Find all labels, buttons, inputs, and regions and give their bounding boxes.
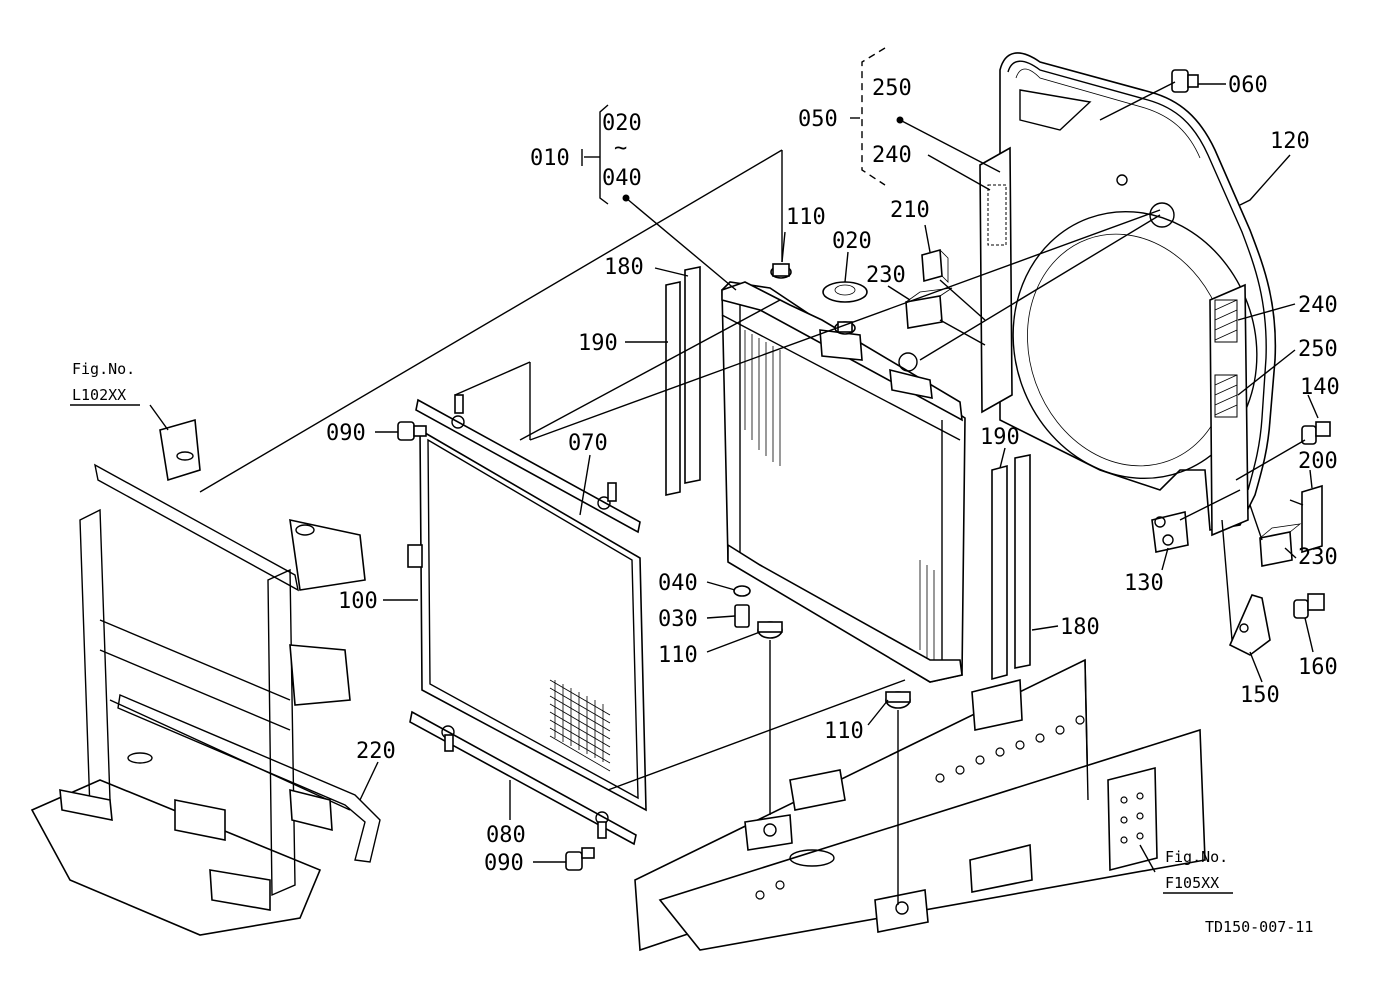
block-230-top — [905, 287, 953, 329]
label-tilde: ~ — [614, 136, 627, 161]
label-070: 070 — [568, 431, 608, 456]
bolt-160 — [1293, 593, 1325, 619]
label-100: 100 — [338, 589, 378, 614]
leader-lines — [149, 47, 1319, 905]
label-140: 140 — [1300, 375, 1340, 400]
label-190-right: 190 — [980, 425, 1020, 450]
label-180-left: 180 — [604, 255, 644, 280]
radiator-cap — [822, 281, 868, 303]
bolt-090-bottom — [565, 847, 595, 871]
label-180-right: 180 — [1060, 615, 1100, 640]
fan-shroud — [999, 52, 1277, 531]
bolt-090-top — [397, 421, 427, 441]
radiator — [721, 281, 966, 683]
label-240-a: 240 — [872, 143, 912, 168]
label-020-a: 020 — [602, 111, 642, 136]
shroud-right-flange — [1209, 283, 1249, 537]
label-230-bottom: 230 — [1298, 545, 1338, 570]
label-050: 050 — [798, 107, 838, 132]
bolt-140 — [1301, 421, 1331, 445]
label-250-a: 250 — [872, 76, 912, 101]
label-230-top: 230 — [866, 263, 906, 288]
seal-strips-left — [665, 266, 701, 496]
dot-markers — [622, 116, 904, 202]
seal-strips-right — [991, 454, 1031, 681]
label-120: 120 — [1270, 129, 1310, 154]
label-220: 220 — [356, 739, 396, 764]
bolt-060 — [1171, 69, 1199, 93]
screen-guide-top — [415, 394, 641, 534]
label-150: 150 — [1240, 683, 1280, 708]
label-110-right: 110 — [824, 719, 864, 744]
label-090-bottom: 090 — [484, 851, 524, 876]
label-110-left: 110 — [658, 643, 698, 668]
radiator-screen — [407, 428, 647, 812]
fig-ref-left-code: L102XX — [72, 386, 126, 404]
label-040-b: 040 — [658, 571, 698, 596]
label-020-cap: 020 — [832, 229, 872, 254]
screen-guide-bottom — [409, 710, 637, 846]
block-210 — [921, 248, 949, 283]
fig-ref-right-code: F105XX — [1165, 874, 1219, 892]
label-190-left: 190 — [578, 331, 618, 356]
label-060: 060 — [1228, 73, 1268, 98]
label-210: 210 — [890, 198, 930, 223]
label-040-a: 040 — [602, 166, 642, 191]
label-080: 080 — [486, 823, 526, 848]
bracket-150 — [1228, 594, 1271, 656]
label-200: 200 — [1298, 449, 1338, 474]
label-030: 030 — [658, 607, 698, 632]
fig-ref-right-title: Fig.No. — [1165, 848, 1228, 866]
mount-parts-bottom — [733, 585, 911, 709]
label-250-b: 250 — [1298, 337, 1338, 362]
clip-130 — [1151, 511, 1189, 553]
fig-ref-left-title: Fig.No. — [72, 360, 135, 378]
left-frame — [30, 418, 381, 936]
label-240-b: 240 — [1298, 293, 1338, 318]
label-160: 160 — [1298, 655, 1338, 680]
shroud-left-flange — [979, 146, 1013, 414]
label-010: 010 — [530, 146, 570, 171]
label-110-top: 110 — [786, 205, 826, 230]
drawing-id: TD150-007-11 — [1205, 918, 1313, 936]
block-230-bottom — [1259, 523, 1302, 567]
label-090-top: 090 — [326, 421, 366, 446]
rubber-mount-top — [770, 263, 792, 279]
main-frame — [634, 658, 1206, 952]
part-labels: 010 020 ~ 040 050 250 240 060 120 110 02… — [70, 73, 1340, 936]
label-130: 130 — [1124, 571, 1164, 596]
seal-200 — [1301, 484, 1323, 554]
